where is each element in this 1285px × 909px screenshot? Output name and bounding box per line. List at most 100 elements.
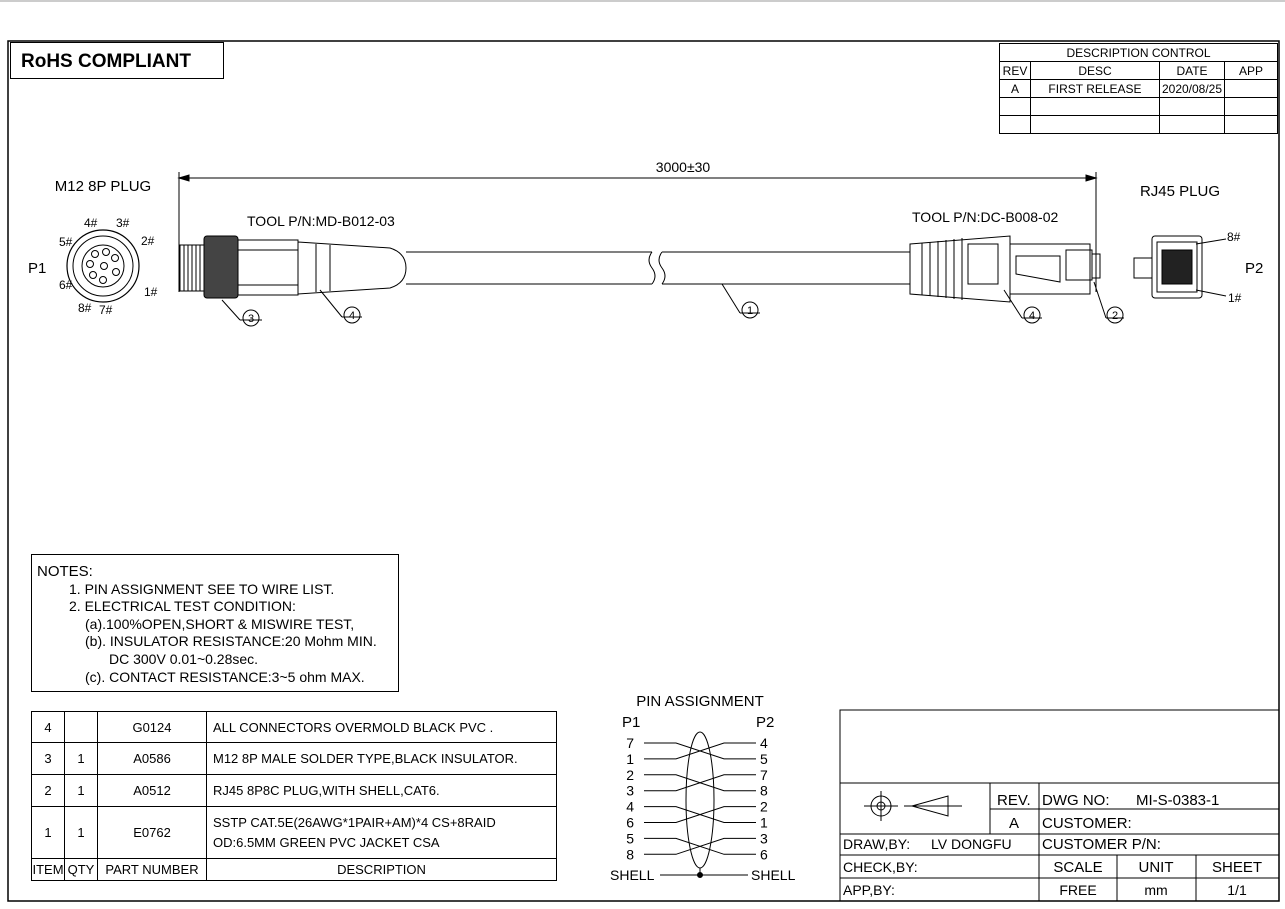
pin-label: 7# xyxy=(99,303,113,317)
bom-part: A0586 xyxy=(97,742,207,775)
dimension-label: 3000±30 xyxy=(656,159,711,175)
m12-pin-1 xyxy=(112,268,120,276)
pa-right-pin: 7 xyxy=(760,767,768,783)
bom-desc: ALL CONNECTORS OVERMOLD BLACK PVC . xyxy=(206,711,557,743)
title-block: REV. A DWG NO: MI-S-0383-1 CUSTOMER: DRA… xyxy=(839,709,1280,902)
note-line: (c). CONTACT RESISTANCE:3~5 ohm MAX. xyxy=(85,668,365,685)
pa-wire xyxy=(644,837,756,855)
pa-right-pin: 3 xyxy=(760,830,768,846)
pa-left-pin: 6 xyxy=(626,815,634,831)
pa-right-pin: 5 xyxy=(760,751,768,767)
note-line: 1. PIN ASSIGNMENT SEE TO WIRE LIST. xyxy=(69,580,335,597)
pa-left-pin: 4 xyxy=(626,799,634,815)
balloon-3: 3 xyxy=(221,299,262,327)
bom-qty: 1 xyxy=(64,742,98,775)
pa-wire xyxy=(644,742,756,760)
description-control-row: A FIRST RELEASE 2020/08/25 xyxy=(999,79,1278,98)
bom-qty: 1 xyxy=(64,806,98,859)
bom-header-qty: QTY xyxy=(64,858,98,881)
p1-label: P1 xyxy=(28,260,46,277)
bom-header-row: ITEM QTY PART NUMBER DESCRIPTION xyxy=(31,858,557,881)
scale-label: SCALE xyxy=(1053,859,1102,876)
bom-row: 4 G0124 ALL CONNECTORS OVERMOLD BLACK PV… xyxy=(31,711,557,743)
pa-wire xyxy=(644,806,756,823)
note-line: (b). INSULATOR RESISTANCE:20 Mohm MIN. xyxy=(85,633,377,650)
rohs-badge: RoHS COMPLIANT xyxy=(10,42,224,79)
dwg-number: MI-S-0383-1 xyxy=(1136,792,1219,809)
balloon-label: 3 xyxy=(248,313,254,325)
p2-label: P2 xyxy=(1245,260,1263,277)
drawing-frame xyxy=(7,40,1280,902)
rohs-text: RoHS COMPLIANT xyxy=(21,51,191,72)
header-desc: DESC xyxy=(1030,61,1160,80)
bom-part: G0124 xyxy=(97,711,207,743)
pin-label: 8# xyxy=(1227,230,1241,244)
bom-desc: SSTP CAT.5E(26AWG*1PAIR+AM)*4 CS+8RAID OD… xyxy=(206,806,557,859)
rj45-plug-title: RJ45 PLUG xyxy=(1140,183,1220,200)
m12-plug-face: M12 8P PLUG P1 1# 2# 3# 4# 5# 6# 7# 8# xyxy=(28,178,158,317)
bom-row: 3 1 A0586 M12 8P MALE SOLDER TYPE,BLACK … xyxy=(31,742,557,775)
m12-pin-6 xyxy=(89,271,97,279)
bom-desc: RJ45 8P8C PLUG,WITH SHELL,CAT6. xyxy=(206,774,557,807)
balloon-2: 2 xyxy=(1093,281,1124,324)
projection-symbol xyxy=(864,791,962,821)
m12-pin-8 xyxy=(100,262,108,270)
bom-header-part: PART NUMBER xyxy=(97,858,207,881)
empty-row xyxy=(999,115,1278,134)
notes-title: NOTES: xyxy=(37,563,93,580)
rev-label: REV. xyxy=(997,792,1031,809)
app-by-label: APP,BY: xyxy=(843,882,895,898)
sheet-value: 1/1 xyxy=(1227,882,1247,898)
balloon-1: 1 xyxy=(721,283,760,319)
rj45-connector: TOOL P/N:DC-B008-02 xyxy=(909,209,1101,303)
balloon-4-right: 4 xyxy=(1003,289,1042,324)
scale-value: FREE xyxy=(1059,882,1096,898)
empty-row xyxy=(999,97,1278,116)
pa-left-pin: 8 xyxy=(626,846,634,862)
balloon-label: 2 xyxy=(1112,310,1118,322)
bom-desc-line: OD:6.5MM GREEN PVC JACKET CSA xyxy=(213,835,440,850)
bom-row: 2 1 A0512 RJ45 8P8C PLUG,WITH SHELL,CAT6… xyxy=(31,774,557,807)
m12-tool-pn: TOOL P/N:MD-B012-03 xyxy=(247,213,395,229)
length-dimension: 3000±30 xyxy=(177,159,1098,292)
draw-by-label: DRAW,BY: xyxy=(843,836,910,852)
description-control-title: DESCRIPTION CONTROL xyxy=(999,43,1278,62)
bom-desc-line: SSTP CAT.5E(26AWG*1PAIR+AM)*4 CS+8RAID xyxy=(213,815,496,830)
pa-left-pin: 7 xyxy=(626,735,634,751)
header-app: APP xyxy=(1224,61,1278,80)
pin-label: 1# xyxy=(144,285,158,299)
pin-label: 8# xyxy=(78,301,92,315)
bom-header-desc: DESCRIPTION xyxy=(206,858,557,881)
pin-label: 5# xyxy=(59,235,73,249)
pa-right-pin: 8 xyxy=(760,783,768,799)
rj45-plug-face: RJ45 PLUG P2 8# 1# xyxy=(1133,183,1263,305)
m12-pin-2 xyxy=(111,254,119,262)
pa-right-pin: 2 xyxy=(760,799,768,815)
customer-pn-label: CUSTOMER P/N: xyxy=(1042,836,1161,853)
check-by-label: CHECK,BY: xyxy=(843,859,918,875)
cable xyxy=(406,251,910,285)
pa-wire xyxy=(644,774,756,792)
bom-desc: M12 8P MALE SOLDER TYPE,BLACK INSULATOR. xyxy=(206,742,557,775)
pin-label: 6# xyxy=(59,278,73,292)
m12-pin-7 xyxy=(99,276,107,284)
notes-box: NOTES: 1. PIN ASSIGNMENT SEE TO WIRE LIS… xyxy=(31,554,399,692)
note-line: 2. ELECTRICAL TEST CONDITION: xyxy=(69,598,296,615)
pin-label: 4# xyxy=(84,216,98,230)
header-date: DATE xyxy=(1159,61,1225,80)
pa-right-pin: 4 xyxy=(760,735,768,751)
pa-left-pin: 2 xyxy=(626,767,634,783)
pa-left-pin: 1 xyxy=(626,751,634,767)
pa-left-pin: 3 xyxy=(626,783,634,799)
bom-header-item: ITEM xyxy=(31,858,65,881)
balloon-4-left: 4 xyxy=(319,289,362,324)
shell-left: SHELL xyxy=(610,867,655,883)
rj45-tool-pn: TOOL P/N:DC-B008-02 xyxy=(912,209,1058,225)
header-rev: REV xyxy=(999,61,1031,80)
pa-p1: P1 xyxy=(622,714,640,731)
pa-p2: P2 xyxy=(756,714,774,731)
unit-label: UNIT xyxy=(1139,859,1174,876)
bill-of-materials: 4 G0124 ALL CONNECTORS OVERMOLD BLACK PV… xyxy=(31,711,557,881)
